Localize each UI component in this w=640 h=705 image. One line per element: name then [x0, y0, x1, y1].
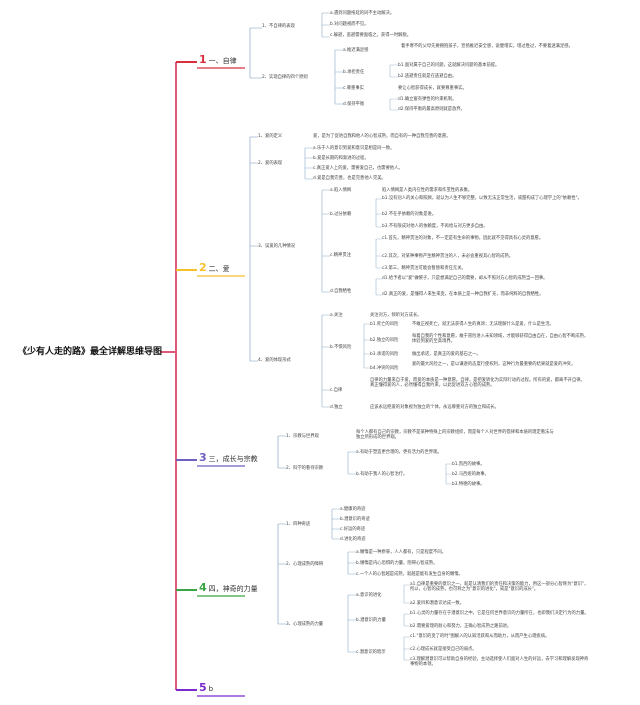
- leaf: a.懒惰是一种原罪，人人都有，只是程度不同。: [356, 550, 446, 555]
- leaf: 爱，是为了促进自我和他人的心智成熟，而自有的一种自我完善的意愿。: [313, 134, 451, 139]
- leaf: b2.不在乎依赖的对象是谁。: [382, 212, 437, 217]
- branch-number: 4: [199, 581, 207, 594]
- leaf: c1.首先，精神贯注的对象，不一定是有生命的事物，因此就不见得具有心灵的意愿。: [382, 236, 544, 241]
- sub-label: 1、爱的定义: [258, 134, 283, 139]
- sub-label: 2、爱的表现: [258, 161, 283, 166]
- leaf: d.保持平衡: [343, 102, 365, 107]
- leaf: 每个人都有自己的宗教，宗教不是某种特殊上的宗教组织，而是每个人对世界的错律和本质…: [356, 430, 554, 440]
- leaf: 陷入情网是人类内在性的需求和作茧性的表象。: [382, 188, 473, 193]
- leaf: b3.特德的故事。: [452, 482, 485, 487]
- leaf: b2.逃避责任就是在逃避自由。: [398, 74, 457, 79]
- sub-label: 2、心理成熟的障碍: [286, 562, 324, 567]
- leaf: b.有助于我人的心智治疗。: [356, 472, 408, 477]
- leaf: b.不惧风险: [330, 345, 352, 350]
- leaf: 爱的最大风险之一，是以谦逊的态度行使权利，这种行为最重要的结果就是爱的冲突。: [412, 362, 576, 367]
- leaf: d.进化的奇迹: [340, 537, 366, 542]
- root-title: 《少有人走的路》最全详解思维导图: [18, 347, 163, 357]
- sub-label: 1、不自律的表现: [262, 24, 295, 29]
- sub-label: 2、科学的看待宗教: [286, 466, 324, 471]
- leaf: a.遇到问题拖延的同不主动解决。: [330, 11, 395, 16]
- branch-number: 1: [199, 53, 207, 66]
- leaf: b2.独立的风险: [370, 338, 399, 343]
- leaf: b.潜意识的力量: [356, 618, 386, 623]
- leaf: c2.其次，对某种事物产生精神贯注的人，未必会重视其心智的成熟。: [382, 254, 514, 259]
- leaf: b.潜意识的奇迹: [340, 517, 370, 522]
- branch-number: 5: [199, 681, 207, 694]
- leaf: c2.心理成长就是接受自己的弱点。: [410, 647, 477, 652]
- sub-label: 1、四种奇迹: [286, 522, 311, 527]
- sub-label: 3、误爱的几种情况: [258, 244, 296, 249]
- branch-label: b: [208, 685, 214, 693]
- leaf: b3.不有限成对他人的依赖度，不再给与对方更多自由。: [382, 224, 488, 229]
- branch-label: 四，神奇的力量: [208, 585, 258, 593]
- branch-label: 一、自律: [208, 57, 237, 65]
- leaf: a.陷入情网: [330, 188, 352, 193]
- leaf: d.独立: [330, 405, 343, 410]
- leaf: a.推迟满足感: [343, 48, 369, 53]
- leaf: a.有助于塑造更合理的，更有活力的世界观。: [356, 450, 442, 455]
- leaf: 关注对方，倾听对方成长。: [370, 313, 422, 318]
- leaf: c.潜意识的暗示: [356, 650, 386, 655]
- leaf: 着手寒不的父母先要拥抱孩子，宣扬推迟安全感，说健增实，增过胜过，不要着迷满足感。: [401, 44, 573, 49]
- leaf: b.承担责任: [343, 70, 365, 75]
- leaf: b1.死亡的风险: [370, 322, 399, 327]
- leaf: 应该永远把爱的对象视为独立的个体，永远尊重对方的独立和成长。: [370, 405, 499, 410]
- sub-label: 2、实现自律的四个原则: [262, 75, 308, 80]
- leaf: c.一个人的心智越是成熟，就越是能有发生自身的懒惰。: [356, 572, 463, 577]
- leaf: b1.面对属于自己的问题，这就解决问题的基本前提。: [398, 63, 500, 68]
- leaf: c1."意识的变了的时"图解入的认知活跃和从而助力，从而产生心理疾病。: [410, 634, 550, 639]
- leaf: c.尊重事实: [343, 86, 364, 91]
- leaf: b.懒惰是内心恐惧的力量，阻碍心智成熟。: [356, 561, 438, 566]
- branch-number: 2: [199, 261, 207, 274]
- branch-label: 三，成长与宗教: [208, 455, 258, 463]
- leaf: b1.凯西的故事。: [452, 462, 485, 467]
- leaf: a1.自律是重要的意识之一，就是认清我们的责任和决策的能力，用这一部分心智称为"…: [410, 582, 589, 592]
- leaf: a.关注: [330, 313, 343, 318]
- leaf: 做出承诺，是真正的爱的基石之一。: [412, 352, 481, 357]
- branch-label: 二、爱: [208, 265, 230, 273]
- branch-number: 3: [199, 451, 207, 464]
- leaf: d2.真正的爱，是懂得人来生来变，在本质上是一种自我扩充，而非纯粹的自我牺牲。: [382, 292, 544, 297]
- leaf: b.对问题视而不见。: [330, 22, 369, 27]
- leaf: b1.沒有别人的关心和照顾，就认为人生不够完整，以致无法正常生活，或甜构成了心理…: [382, 196, 582, 201]
- leaf: a.乐于人的意识到爱和意识是相是同一致。: [313, 146, 395, 151]
- sub-label: 3、心理成熟的力量: [286, 622, 324, 627]
- sub-label: 4、爱的体现形式: [258, 358, 291, 363]
- leaf: d1.确立富有弹性的约束机制。: [398, 97, 457, 102]
- leaf: d1.给予者以"爱"做幌子，只是想满足自己的需要，却从不照对方心智的成熟当一回事…: [382, 276, 548, 281]
- leaf: a.意识的进化: [356, 593, 382, 598]
- leaf: d2.保持平衡的最高原则就是放弃。: [398, 107, 465, 112]
- leaf: c.躲避，逃避需要面临之，获得一时解脱。: [330, 33, 412, 38]
- leaf: 每着自我的个性和意愿，敢于冒险进入未知领域，才能够获得自由自在，自由心智不断成熟…: [412, 334, 589, 344]
- leaf: a.健康的奇迹: [340, 507, 366, 512]
- leaf: c.真正爱人上的爱，需要爱自己，也需要他人。: [313, 166, 403, 171]
- leaf: c.精神贯注: [330, 253, 351, 258]
- leaf: 自律的力量来自于爱，而爱的本质是一种意愿。自律，是把爱转化为实际行动的过程。所有…: [370, 378, 585, 388]
- leaf: d.爱是自我完善，也是完善他人完美。: [313, 176, 386, 181]
- leaf: b1.心灵的力量存在于潜意识之中，它是任何世界意识的力量所在，也即我们决定行为的…: [410, 611, 589, 616]
- leaf: b3.承诺的风险: [370, 352, 399, 357]
- sub-label: 1、宗教与世界观: [286, 434, 319, 439]
- leaf: c.好运的奇迹: [340, 527, 366, 532]
- leaf: d.自我牺牲: [330, 289, 352, 294]
- leaf: c3.第三，精神贯注可能会暂替和责任无关。: [382, 266, 466, 271]
- leaf: b2.马西娅的故事。: [452, 472, 489, 477]
- leaf: b.过分依赖: [330, 212, 352, 217]
- leaf: 不敢正视死亡，就无法获得人生的真谛；无法理解什么是爱，什么是生活。: [412, 322, 554, 327]
- leaf: c.自律: [330, 388, 343, 393]
- leaf: b2.需要爱理的耐心和努力，正确心智成熟之路前进。: [410, 624, 512, 629]
- leaf: a2.爱目和潜意识达成一致。: [410, 601, 464, 606]
- leaf: b4.冲突的风险: [370, 366, 399, 371]
- leaf: c3.理解潜意识可以帮助自身的经验，主动选择使人们面对人生的好运，去学习和理解发…: [410, 657, 589, 667]
- leaf: 要让心智获得成长，就要尊重事实。: [398, 86, 467, 91]
- leaf: b.爱是长期的和渐进的过程。: [313, 156, 369, 161]
